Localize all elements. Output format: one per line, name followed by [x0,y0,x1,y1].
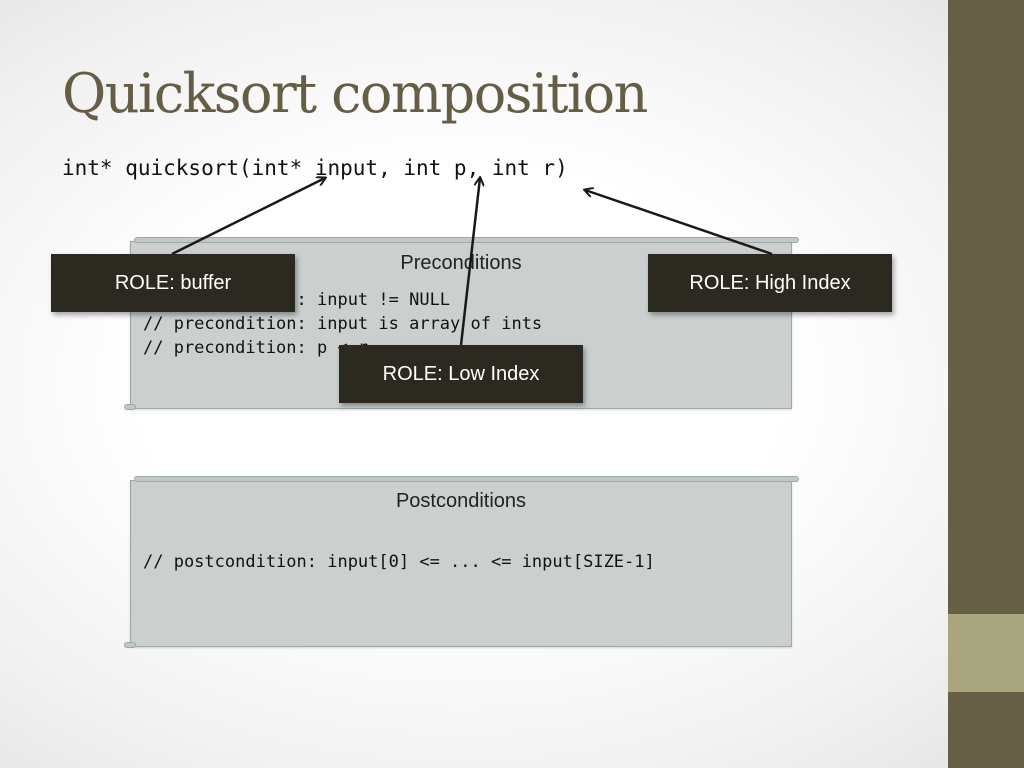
preconditions-title: Preconditions [400,252,522,274]
postconditions-scroll: Postconditions // postcondition: input[0… [124,476,799,648]
role-low-index-box: ROLE: Low Index [339,345,583,403]
buffer-arrow [171,178,325,256]
role-buffer-box: ROLE: buffer [51,254,295,312]
role-high-index-box: ROLE: High Index [648,254,892,312]
high-index-arrow [585,190,773,256]
postconditions-title: Postconditions [395,490,527,512]
low-index-arrow [459,178,480,346]
function-signature: int* quicksort(int* input, int p, int r) [62,156,568,180]
postcondition-line: // postcondition: input[0] <= ... <= inp… [143,552,655,572]
precondition-line: // precondition: input is array of ints [143,314,543,334]
postconditions-code: // postcondition: input[0] <= ... <= inp… [143,550,655,574]
slide-title: Quicksort composition [62,62,648,125]
sidebar-accent-block [948,614,1024,692]
